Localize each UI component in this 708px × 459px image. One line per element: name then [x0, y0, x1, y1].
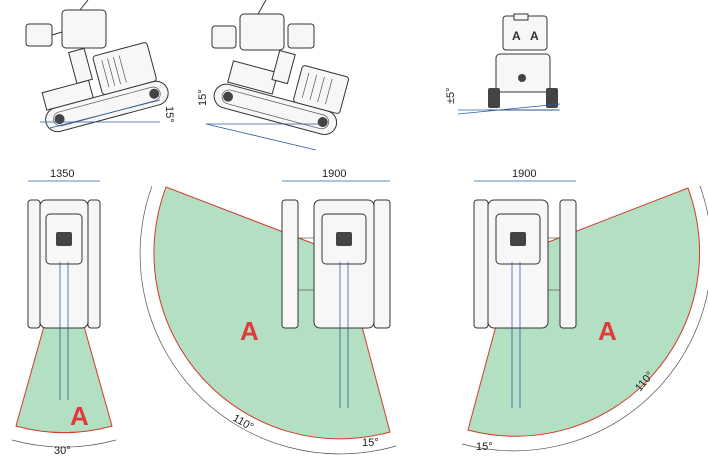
svg-text:A: A — [530, 29, 539, 43]
side-view-1-slope-label: 15° — [163, 106, 175, 123]
plan-2-angle-side-label: 15° — [362, 437, 379, 449]
side-view-front: A A ±5° — [445, 13, 561, 115]
plan-3-area-label: A — [598, 316, 617, 346]
plan-2-width-label: 1900 — [322, 168, 346, 180]
side-view-2-slope-label: 15° — [197, 89, 209, 106]
plan-1-area-label: A — [70, 401, 89, 431]
plan-3-width-label: 1900 — [512, 168, 536, 180]
plan-view-2: 1900 A 110° 15° — [139, 168, 397, 455]
plan-1-angle-label: 30° — [54, 445, 71, 457]
plan-3-angle-side-label: 15° — [476, 441, 493, 453]
side-view-3-slope-label: ±5° — [445, 87, 457, 104]
plan-1-width-label: 1350 — [50, 168, 74, 180]
side-view-tilted-left: 15° — [25, 0, 175, 133]
svg-text:A: A — [512, 29, 521, 43]
plan-2-area-label: A — [240, 316, 259, 346]
plan-view-1: 1350 A 30° — [11, 168, 117, 457]
plan-view-3: 1900 A 110° 15° — [461, 168, 708, 453]
side-view-tilted-right: 15° — [197, 0, 349, 151]
